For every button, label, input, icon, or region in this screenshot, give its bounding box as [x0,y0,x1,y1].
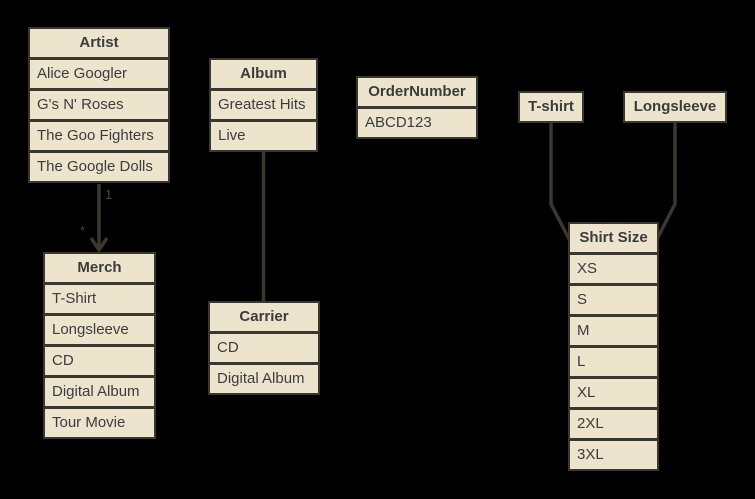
table-row: 2XL [570,410,657,438]
multiplicity-label-many: * [80,223,86,238]
entity-longsleeve-title: Longsleeve [625,93,725,121]
table-row: Longsleeve [45,316,154,344]
entity-longsleeve: Longsleeve [623,91,727,123]
entity-carrier: Carrier CD Digital Album [208,301,320,395]
table-row: ABCD123 [358,109,476,137]
multiplicity-label-one: 1 [105,187,113,202]
table-row: CD [45,347,154,375]
table-row: Live [211,122,316,150]
table-row: Greatest Hits [211,91,316,119]
arrowhead-artist-merch [89,237,109,254]
connector-tshirt-shirtsize [549,121,572,242]
table-row: The Goo Fighters [30,122,168,150]
entity-shirtsize: Shirt Size XS S M L XL 2XL 3XL [568,222,659,471]
table-row: Tour Movie [45,409,154,437]
table-row: XL [570,379,657,407]
table-row: The Google Dolls [30,153,168,181]
entity-tshirt-title: T-shirt [520,93,582,121]
table-row: S [570,286,657,314]
entity-artist: Artist Alice Googler G's N' Roses The Go… [28,27,170,183]
table-row: G's N' Roses [30,91,168,119]
table-row: T-Shirt [45,285,154,313]
table-row: M [570,317,657,345]
table-row: L [570,348,657,376]
table-row: Alice Googler [30,60,168,88]
entity-artist-title: Artist [30,29,168,57]
table-row: CD [210,334,318,362]
entity-tshirt: T-shirt [518,91,584,123]
table-row: Digital Album [45,378,154,406]
table-row: Digital Album [210,365,318,393]
entity-carrier-title: Carrier [210,303,318,331]
entity-merch-title: Merch [45,254,154,282]
entity-album: Album Greatest Hits Live [209,58,318,152]
entity-ordernumber: OrderNumber ABCD123 [356,76,478,139]
table-row: XS [570,255,657,283]
entity-merch: Merch T-Shirt Longsleeve CD Digital Albu… [43,252,156,439]
entity-shirtsize-title: Shirt Size [570,224,657,252]
connector-longsleeve-shirtsize [654,121,677,242]
entity-ordernumber-title: OrderNumber [358,78,476,106]
table-row: 3XL [570,441,657,469]
entity-album-title: Album [211,60,316,88]
